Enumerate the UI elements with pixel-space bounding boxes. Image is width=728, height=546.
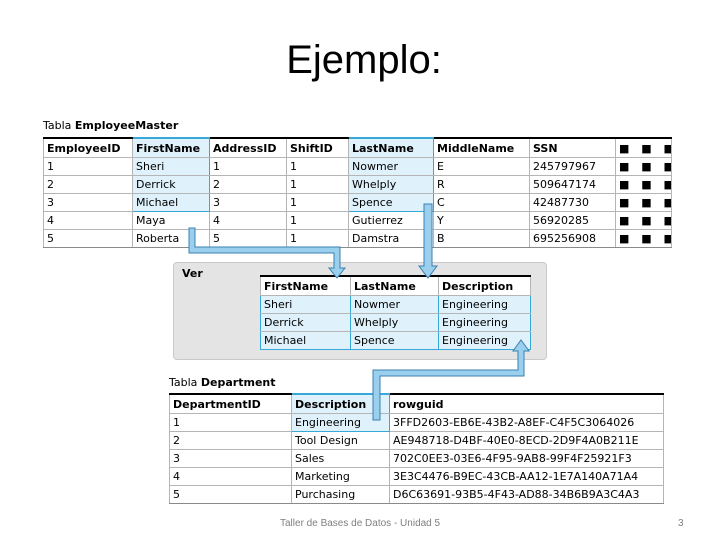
column-header: EmployeeID	[43, 137, 133, 158]
table-row: 2 Derrick 2 1 Whelply R 509647174 ■ ■ ■	[43, 175, 672, 194]
view-label: Ver	[182, 267, 203, 280]
table-cell: 5	[169, 485, 292, 504]
table-cell: Engineering	[438, 331, 531, 350]
table-row: 2 Tool Design AE948718-D4BF-40E0-8ECD-2D…	[169, 431, 664, 450]
employee-master-table: EmployeeID FirstName AddressID ShiftID L…	[43, 137, 672, 248]
arrow-description-connector	[372, 339, 530, 421]
more-columns-indicator: ■ ■ ■	[615, 193, 672, 212]
table-cell: Damstra	[348, 229, 434, 248]
table-cell: D6C63691-93B5-4F43-AD88-34B6B9A3C4A3	[389, 485, 664, 504]
table-row: 5 Purchasing D6C63691-93B5-4F43-AD88-34B…	[169, 485, 664, 504]
table-cell: 42487730	[529, 193, 616, 212]
table-cell: Purchasing	[291, 485, 390, 504]
table-row: 5 Roberta 5 1 Damstra B 695256908 ■ ■ ■	[43, 229, 672, 248]
table-cell: 3FFD2603-EB6E-43B2-A8EF-C4F5C3064026	[389, 413, 664, 432]
table-cell: Michael	[260, 331, 351, 350]
arrow-lastname-connector	[418, 203, 438, 279]
table-cell: Maya	[132, 211, 210, 230]
more-columns-indicator: ■ ■ ■	[615, 157, 672, 176]
more-columns-indicator: ■ ■ ■	[615, 175, 672, 194]
table-cell: Derrick	[260, 313, 351, 332]
table-cell: Whelply	[348, 175, 434, 194]
column-header: SSN	[529, 137, 616, 158]
table-row: 1 Engineering 3FFD2603-EB6E-43B2-A8EF-C4…	[169, 413, 664, 432]
caption-prefix: Tabla	[43, 119, 72, 132]
page-number: 3	[678, 518, 684, 529]
table-cell: Spence	[348, 193, 434, 212]
caption-table-name: Department	[200, 376, 276, 389]
table-row: Derrick Whelply Engineering	[260, 313, 531, 332]
table-row: 1 Sheri 1 1 Nowmer E 245797967 ■ ■ ■	[43, 157, 672, 176]
table-cell: Engineering	[438, 295, 531, 314]
table-cell: Sales	[291, 449, 390, 468]
table-cell: Tool Design	[291, 431, 390, 450]
table-header-row: DepartmentID Description rowguid	[169, 393, 664, 414]
table-cell: AE948718-D4BF-40E0-8ECD-2D9F4A0B211E	[389, 431, 664, 450]
column-header: FirstName	[260, 275, 351, 296]
view-panel: Ver FirstName LastName Description Sheri…	[173, 262, 547, 360]
column-header: rowguid	[389, 393, 664, 414]
column-header: Description	[291, 393, 390, 414]
column-header: LastName	[348, 137, 434, 158]
table-row: 4 Maya 4 1 Gutierrez Y 56920285 ■ ■ ■	[43, 211, 672, 230]
column-header: MiddleName	[433, 137, 530, 158]
table-cell: Sheri	[260, 295, 351, 314]
view-result-table: FirstName LastName Description Sheri Now…	[260, 275, 531, 350]
table-cell: Engineering	[438, 313, 531, 332]
caption-prefix: Tabla	[169, 376, 198, 389]
table-row: 3 Sales 702C0EE3-03E6-4F95-9AB8-99F4F259…	[169, 449, 664, 468]
arrow-firstname-connector	[188, 227, 347, 279]
employee-table-caption: Tabla EmployeeMaster	[43, 119, 178, 132]
table-row: Michael Spence Engineering	[260, 331, 531, 350]
department-table: DepartmentID Description rowguid 1 Engin…	[169, 393, 664, 504]
more-columns-indicator: ■ ■ ■	[615, 137, 672, 158]
table-row: 3 Michael 3 1 Spence C 42487730 ■ ■ ■	[43, 193, 672, 212]
table-cell: Nowmer	[348, 157, 434, 176]
table-cell: 695256908	[529, 229, 616, 248]
caption-table-name: EmployeeMaster	[74, 119, 179, 132]
table-cell: 509647174	[529, 175, 616, 194]
column-header: DepartmentID	[169, 393, 292, 414]
table-cell: Sheri	[132, 157, 210, 176]
more-columns-indicator: ■ ■ ■	[615, 229, 672, 248]
department-table-caption: Tabla Department	[169, 376, 276, 389]
footer-text: Taller de Bases de Datos - Unidad 5	[280, 518, 441, 529]
column-header: Description	[438, 275, 531, 296]
table-cell: Engineering	[291, 413, 390, 432]
table-header-row: FirstName LastName Description	[260, 275, 531, 296]
more-columns-indicator: ■ ■ ■	[615, 211, 672, 230]
slide-title: Ejemplo:	[286, 38, 442, 82]
table-cell: Spence	[350, 331, 439, 350]
